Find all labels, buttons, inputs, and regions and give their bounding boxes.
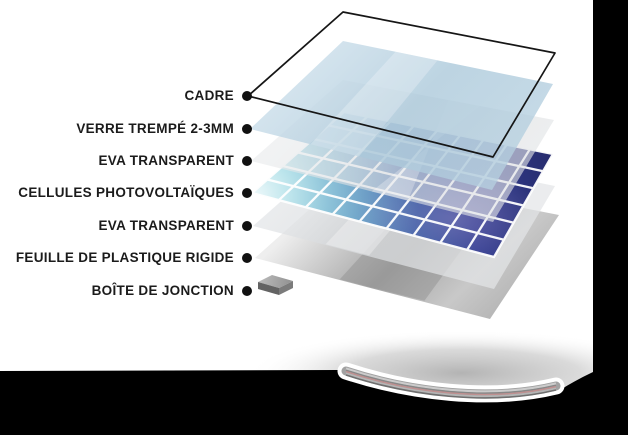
label-row-boite: BOÎTE DE JONCTION <box>0 281 252 301</box>
junction-box <box>258 275 293 295</box>
layer-bullet-cellules <box>242 188 252 198</box>
label-row-eva-haut: EVA TRANSPARENT <box>0 151 252 171</box>
layer-bullet-cadre <box>242 91 252 101</box>
layer-label-eva-bas: EVA TRANSPARENT <box>98 218 234 233</box>
label-row-cadre: CADRE <box>0 86 252 106</box>
label-row-verre: VERRE TREMPÉ 2-3MM <box>0 119 252 139</box>
rim-red-line <box>345 370 557 396</box>
cutoff-band-bottom <box>0 370 628 435</box>
layer-label-eva-haut: EVA TRANSPARENT <box>98 153 234 168</box>
junction-box-top <box>258 275 293 288</box>
layer-label-boite: BOÎTE DE JONCTION <box>91 283 234 298</box>
glass-streak <box>310 51 438 157</box>
layer-bullet-boite <box>242 286 252 296</box>
layer-bullet-eva-haut <box>242 156 252 166</box>
layer-label-cellules: CELLULES PHOTOVOLTAÏQUES <box>18 185 234 200</box>
layer-label-feuille: FEUILLE DE PLASTIQUE RIGIDE <box>15 250 234 265</box>
layer-bullet-verre <box>242 124 252 134</box>
layer-bullet-feuille <box>242 253 252 263</box>
label-row-eva-bas: EVA TRANSPARENT <box>0 216 252 236</box>
label-row-cellules: CELLULES PHOTOVOLTAÏQUES <box>0 183 252 203</box>
layer-label-cadre: CADRE <box>184 88 234 103</box>
junction-box-front <box>258 282 279 295</box>
layer-frame-outline <box>247 11 556 158</box>
assembled-panel-rim <box>337 362 565 403</box>
layer-bullet-eva-bas <box>242 221 252 231</box>
label-row-feuille: FEUILLE DE PLASTIQUE RIGIDE <box>0 248 252 268</box>
layer-label-verre: VERRE TREMPÉ 2-3MM <box>76 121 234 136</box>
cutoff-band-right <box>593 0 628 435</box>
junction-box-side <box>279 281 293 295</box>
